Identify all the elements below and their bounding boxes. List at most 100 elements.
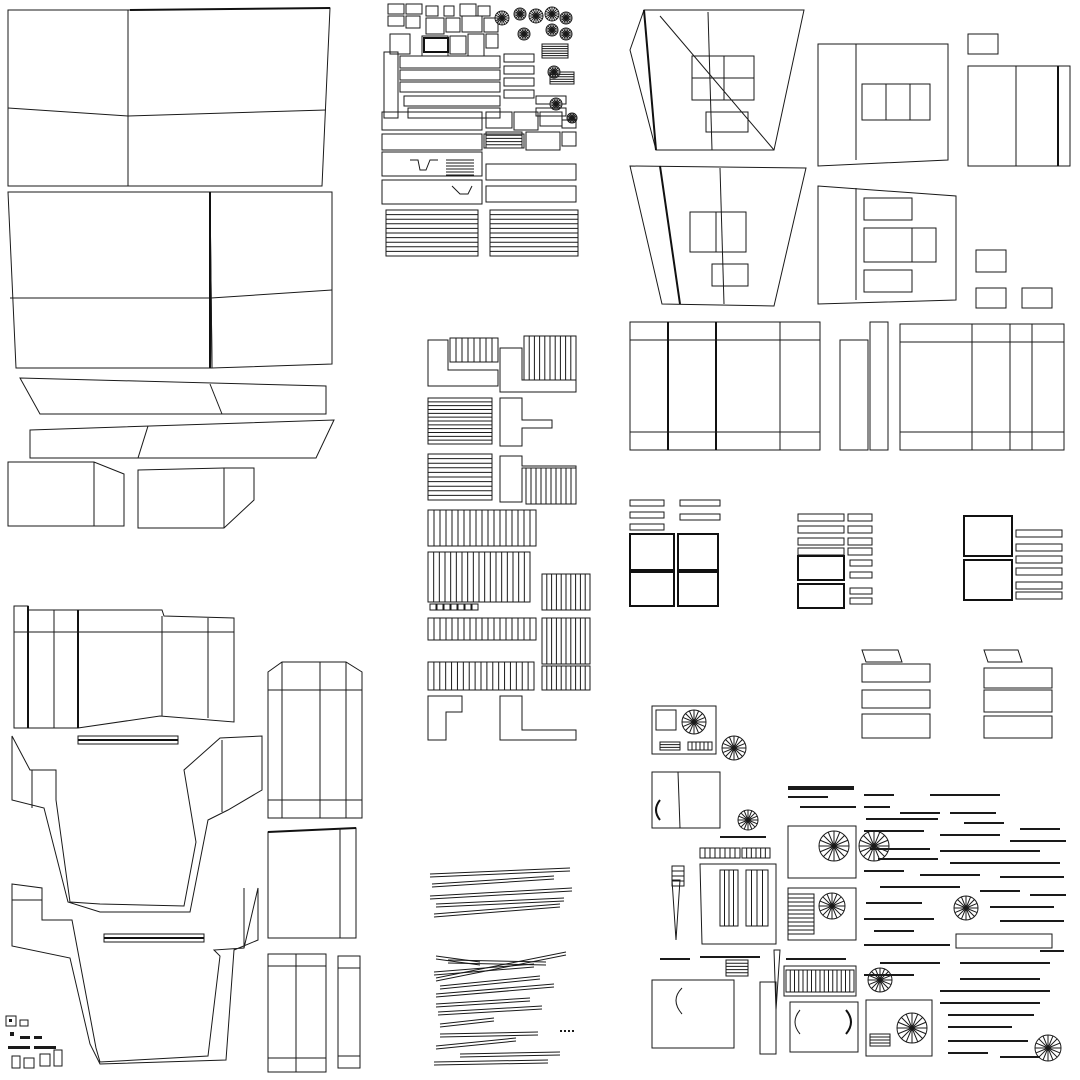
body-panel [13, 605, 235, 729]
window-frame [797, 583, 845, 609]
fan-blade [823, 845, 835, 857]
wall-panel [7, 191, 213, 369]
bracket-plate [499, 455, 577, 503]
fan-blade [551, 10, 559, 15]
fan-blade [1047, 1042, 1061, 1049]
detail-strip [847, 537, 873, 546]
trim-strip [435, 897, 565, 905]
fan-blade [954, 902, 967, 909]
detail-strip [1015, 567, 1063, 576]
dash-strip [920, 874, 980, 876]
window-frame [677, 571, 719, 607]
trim-strip [459, 1051, 561, 1055]
cabin-panel [967, 65, 1071, 167]
fan-blade [1047, 1035, 1054, 1049]
atlas-part [525, 131, 561, 151]
atlas-part [459, 3, 477, 17]
fan-panel [651, 705, 717, 755]
cabin-wall [817, 185, 957, 305]
trim-strip [433, 1059, 549, 1063]
vent-cell [471, 603, 479, 611]
trim-strip [439, 975, 541, 987]
dash-strip [1010, 840, 1066, 842]
detail-strip [797, 513, 845, 522]
window-frame [963, 559, 1013, 601]
fan-blade [693, 713, 703, 723]
dash-strip [940, 834, 1000, 836]
wall-end-panel [7, 461, 125, 527]
detail-strip [797, 537, 845, 546]
detail-strip [849, 559, 873, 567]
island-wall-panels [7, 7, 335, 529]
fan-blade [874, 979, 881, 992]
detail-strip [847, 513, 873, 522]
fan-blade [960, 907, 967, 920]
stack-plate [861, 713, 931, 739]
roof-panel [899, 323, 1065, 451]
atlas-part [477, 5, 491, 17]
detail-strip [1015, 529, 1063, 538]
detail-strip [797, 547, 845, 556]
stack-plate [861, 689, 931, 709]
atlas-part [503, 77, 535, 87]
door-panel [789, 1001, 859, 1053]
atlas-part [561, 119, 577, 129]
fan-blade [565, 31, 572, 35]
dash-strip [1040, 950, 1064, 952]
island-micro-parts [5, 1015, 63, 1069]
fan-blade [722, 742, 735, 749]
fan-blade [863, 835, 875, 847]
dash-strip [864, 794, 894, 796]
vent-cell [450, 603, 458, 611]
trim-strip [439, 1020, 495, 1028]
window-frame [863, 227, 937, 263]
wall-panel [127, 7, 331, 187]
vent-cell [429, 603, 437, 611]
atlas-part [467, 33, 485, 57]
dash-strip [864, 806, 890, 808]
small-window [975, 287, 1007, 309]
door-panel [759, 981, 777, 1055]
atlas-part [483, 17, 499, 33]
side-panel [337, 955, 361, 1069]
detail-strip [629, 499, 665, 507]
trim-strip [437, 1005, 543, 1013]
window-frame [863, 269, 913, 293]
fan-blade [831, 905, 845, 912]
dash-strip [950, 812, 996, 814]
dash-strip [800, 806, 856, 808]
fan-blade [897, 1021, 913, 1029]
fan-blade [879, 979, 886, 992]
trim-strip [435, 900, 565, 908]
vent-panel [783, 965, 857, 997]
atlas-part [389, 33, 411, 55]
window-frame [963, 515, 1013, 557]
atlas-part [503, 65, 535, 75]
fan-blade [555, 101, 562, 105]
fan-blade [722, 747, 735, 754]
fan-blade [725, 747, 735, 757]
fan-blade [833, 835, 845, 847]
cabin-wall [817, 43, 949, 167]
trim-strip [447, 959, 547, 963]
fan-blade [873, 835, 885, 847]
stack-plate [983, 715, 1053, 739]
fan-blade [960, 896, 967, 909]
fan-blade [897, 1027, 913, 1035]
fan-blade [688, 710, 695, 723]
dash-strip [948, 1052, 988, 1054]
detail-strip [679, 499, 721, 507]
atlas-part [410, 159, 438, 171]
trim-strip [437, 1008, 543, 1016]
detail-strip [629, 511, 665, 519]
fan-blade [819, 900, 833, 907]
dash-strip [870, 848, 930, 850]
fan-blade [859, 845, 875, 853]
fan-blade [822, 905, 833, 916]
side-panel [267, 953, 327, 1073]
fan-blade [911, 1027, 927, 1035]
fan-blade [831, 905, 838, 919]
atlas-part [387, 3, 405, 15]
dash-strip [864, 918, 934, 920]
fan-blade [1042, 1035, 1049, 1049]
